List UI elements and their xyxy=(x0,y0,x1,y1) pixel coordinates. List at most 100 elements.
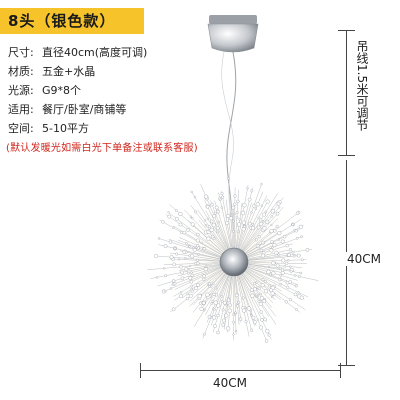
crystal-bead xyxy=(300,235,303,238)
crystal-bead xyxy=(276,201,281,206)
crystal-bead xyxy=(228,216,233,221)
crystal-rays xyxy=(147,177,319,343)
crystal-bead xyxy=(278,278,282,282)
crystal-bead xyxy=(217,221,220,224)
crystal-bead xyxy=(252,204,256,208)
crystal-bead xyxy=(185,296,190,301)
crystal-bead xyxy=(221,308,225,312)
crystal-ray xyxy=(233,261,319,281)
crystal-bead xyxy=(177,258,180,261)
crystal-bead xyxy=(175,216,179,221)
crystal-bead xyxy=(280,239,285,244)
crystal-bead xyxy=(295,211,300,216)
crystal-bead xyxy=(258,301,263,307)
crystal-bead xyxy=(235,216,239,219)
crystal-bead xyxy=(263,279,267,283)
crystal-bead xyxy=(190,287,193,291)
crystal-bead xyxy=(163,244,168,249)
crystal-bead xyxy=(305,248,310,252)
crystal-bead xyxy=(249,328,254,332)
crystal-bead xyxy=(274,250,279,255)
crystal-bead xyxy=(254,207,258,210)
center-hub xyxy=(219,247,249,277)
spec-row-usage: 适用:餐厅/卧室/商铺等 xyxy=(8,100,147,119)
spec-list: 尺寸:直径40cm(高度可调) 材质:五金+水晶 光源:G9*8个 适用:餐厅/… xyxy=(8,43,147,138)
crystal-bead xyxy=(207,315,212,319)
crystal-bead xyxy=(205,292,210,297)
spec-row-space: 空间:5-10平方 xyxy=(8,119,147,138)
crystal-bead xyxy=(278,206,281,209)
crystal-bead xyxy=(262,220,265,223)
crystal-bead xyxy=(167,214,172,219)
crystal-bead xyxy=(163,289,167,293)
crystal-bead xyxy=(212,237,216,240)
crystal-bead xyxy=(301,258,304,262)
crystal-bead xyxy=(216,230,219,234)
crystal-bead xyxy=(191,217,194,220)
crystal-bead xyxy=(271,271,276,276)
crystal-bead xyxy=(248,221,252,226)
crystal-bead xyxy=(204,264,208,268)
crystal-bead xyxy=(284,300,288,304)
crystal-bead xyxy=(296,253,301,258)
crystal-bead xyxy=(299,295,304,300)
crystal-bead xyxy=(294,284,298,288)
crystal-bead xyxy=(169,255,174,260)
crystal-bead xyxy=(251,315,256,320)
spec-key: 尺寸: xyxy=(8,46,34,59)
crystal-bead xyxy=(164,274,168,278)
crystal-bead xyxy=(264,210,268,214)
crystal-bead xyxy=(213,211,217,215)
crystal-bead xyxy=(255,294,258,297)
crystal-bead xyxy=(260,318,264,322)
crystal-bead xyxy=(257,235,262,239)
crystal-bead xyxy=(178,222,183,227)
crystal-bead xyxy=(231,205,236,210)
crystal-bead xyxy=(242,203,247,208)
crystal-bead xyxy=(297,291,300,294)
product-title-tag: 8头（银色款） xyxy=(0,8,144,34)
crystal-bead xyxy=(298,224,304,230)
crystal-bead xyxy=(268,284,272,288)
crystal-bead xyxy=(267,333,271,337)
crystal-bead xyxy=(262,226,267,231)
crystal-bead xyxy=(184,256,187,260)
crystal-bead xyxy=(256,318,259,321)
crystal-bead xyxy=(285,280,290,285)
crystal-bead xyxy=(196,261,200,266)
spec-key: 空间: xyxy=(8,122,34,135)
height-label: 40CM xyxy=(345,252,384,266)
crystal-bead xyxy=(178,211,183,217)
crystal-bead xyxy=(285,243,289,248)
crystal-bead xyxy=(235,211,239,214)
crystal-bead xyxy=(233,194,237,198)
crystal-bead xyxy=(168,240,173,244)
crystal-bead xyxy=(196,283,201,287)
ceiling-canopy xyxy=(207,15,259,53)
crystal-bead xyxy=(169,287,173,290)
spec-value: 餐厅/卧室/商铺等 xyxy=(42,103,127,116)
crystal-bead xyxy=(199,301,203,305)
crystal-bead xyxy=(212,292,216,296)
crystal-bead xyxy=(185,242,188,245)
dimension-tick xyxy=(338,30,355,31)
crystal-bead xyxy=(250,211,253,214)
crystal-bead xyxy=(297,275,301,278)
crystal-bead xyxy=(299,271,303,275)
crystal-bead xyxy=(207,282,211,286)
crystal-bead xyxy=(192,246,195,250)
crystal-bead xyxy=(253,282,257,286)
crystal-bead xyxy=(256,225,261,230)
crystal-bead xyxy=(232,320,235,324)
crystal-bead xyxy=(225,326,231,331)
crystal-bead xyxy=(190,284,194,288)
crystal-bead xyxy=(277,253,280,256)
crystal-bead xyxy=(244,320,248,324)
crystal-bead xyxy=(262,299,267,304)
crystal-bead xyxy=(228,303,232,308)
crystal-bead xyxy=(175,252,179,256)
crystal-bead xyxy=(180,276,185,281)
crystal-bead xyxy=(275,211,280,216)
crystal-bead xyxy=(209,227,214,233)
crystal-bead xyxy=(261,253,266,258)
